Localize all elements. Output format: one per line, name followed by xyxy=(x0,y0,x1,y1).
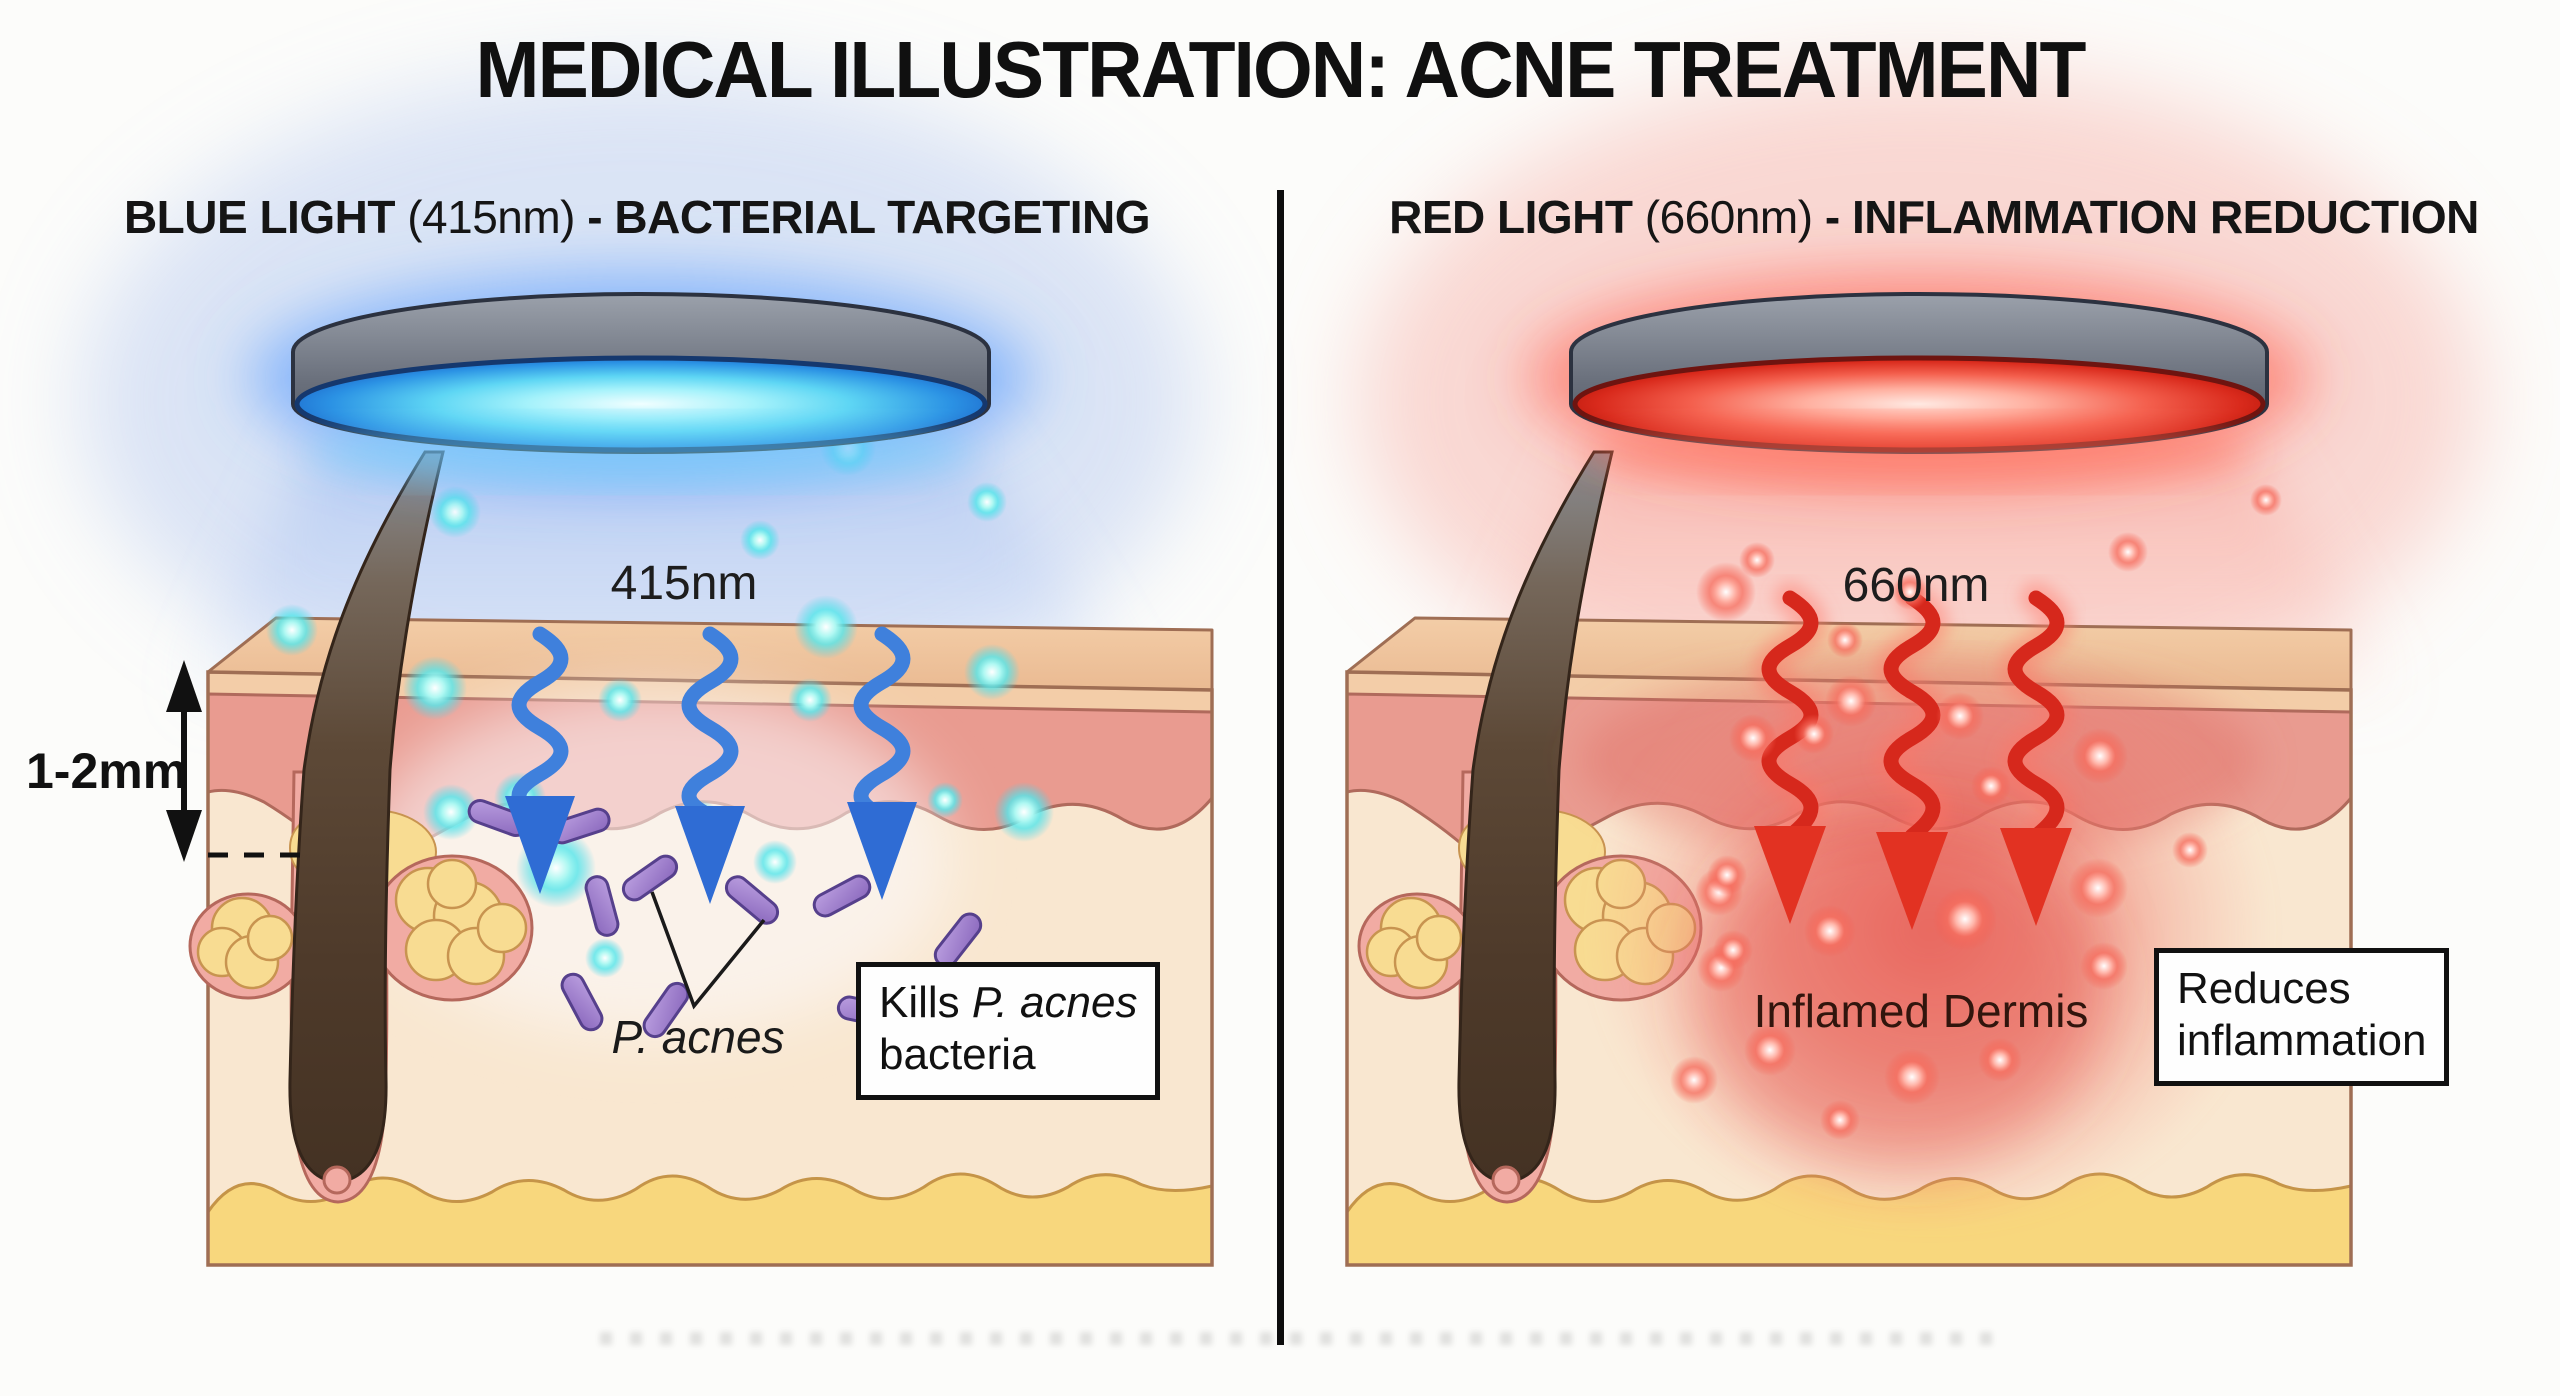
kills-bacteria-callout: Kills P. acnes bacteria xyxy=(856,962,1161,1100)
left-header-bold1: BLUE LIGHT xyxy=(123,191,395,243)
reduces-line1: Reduces xyxy=(2177,964,2351,1013)
depth-marker xyxy=(166,660,304,862)
right-panel-header: RED LIGHT (660nm) - INFLAMMATION REDUCTI… xyxy=(1389,190,2479,244)
p-acnes-label: P. acnes xyxy=(611,1011,785,1063)
right-header-bold1: RED LIGHT xyxy=(1389,191,1633,243)
reduces-inflammation-callout: Reduces inflammation xyxy=(2154,948,2450,1086)
reduces-line2: inflammation xyxy=(2177,1015,2427,1065)
left-panel-header: BLUE LIGHT (415nm) - BACTERIAL TARGETING xyxy=(123,190,1151,244)
kills-line2: bacteria xyxy=(879,1029,1036,1079)
red-wavelength-label: 660nm xyxy=(1842,559,1990,612)
blue-light-device xyxy=(249,273,1033,488)
inflamed-dermis-label: Inflamed Dermis xyxy=(1753,985,2089,1037)
left-header-bold2: - BACTERIAL TARGETING xyxy=(587,191,1151,243)
blue-wavelength-label: 415nm xyxy=(610,557,758,610)
bacteria-pointer-lines xyxy=(650,891,766,1010)
panel-divider xyxy=(1277,190,1284,1345)
red-photon-dots xyxy=(1670,484,2282,1140)
page-title: MEDICAL ILLUSTRATION: ACNE TREATMENT xyxy=(475,25,2087,114)
kills-line1: Kills P. acnes xyxy=(879,978,1138,1027)
red-light-device xyxy=(1527,273,2311,488)
p-acnes-bacteria xyxy=(467,799,1029,1039)
penetration-depth-label: 1-2mm xyxy=(26,743,188,799)
cropped-caption-artifact xyxy=(600,1332,2010,1345)
left-header-wavelength: (415nm) xyxy=(407,191,575,243)
right-header-bold2: - INFLAMMATION REDUCTION xyxy=(1824,191,2480,243)
right-header-wavelength: (660nm) xyxy=(1644,191,1813,243)
